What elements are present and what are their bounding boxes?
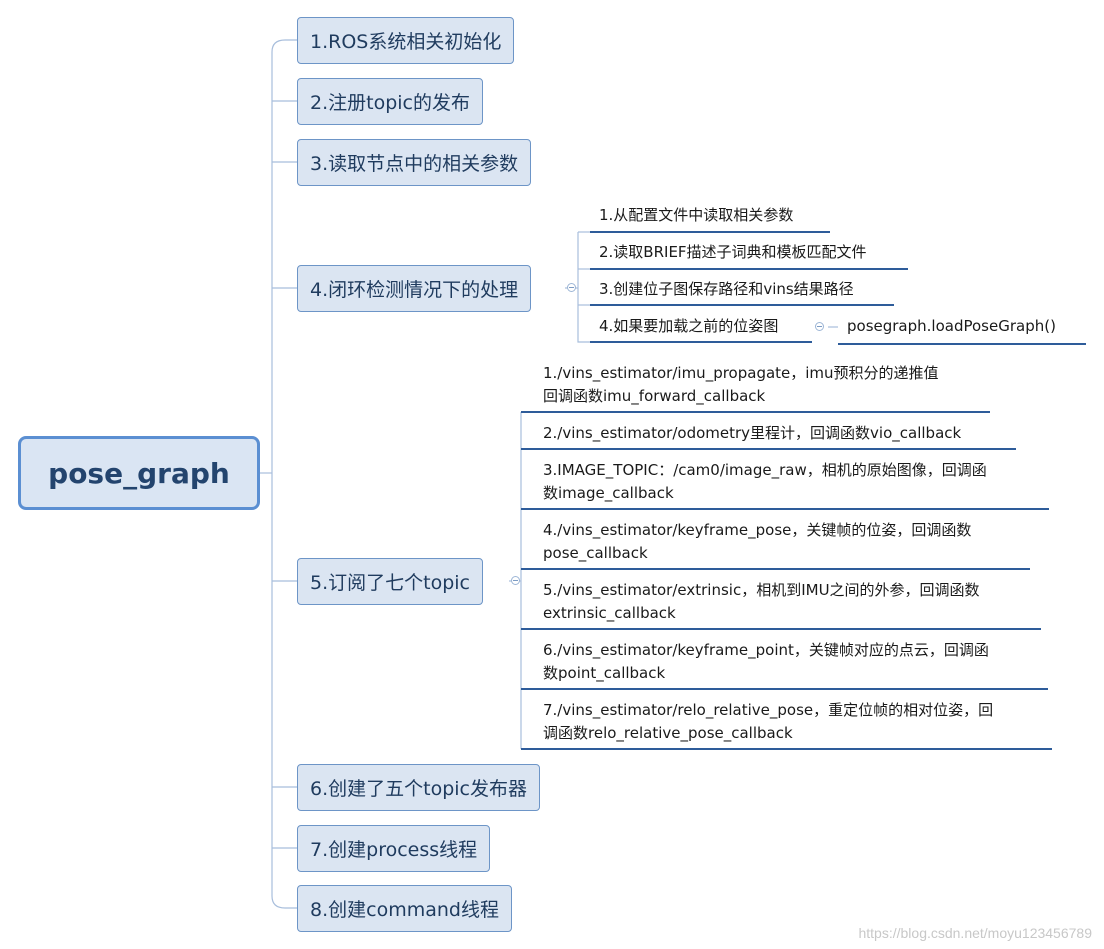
branch-label: 3.读取节点中的相关参数 [310,153,519,175]
topic-item[interactable]: 6./vins_estimator/keyframe_point，关键帧对应的点… [543,639,989,685]
branch-label: 4.闭环检测情况下的处理 [310,279,519,301]
topic-item[interactable]: 3.IMAGE_TOPIC：/cam0/image_raw，相机的原始图像，回调… [543,459,987,505]
topic-item[interactable]: 1./vins_estimator/imu_propagate，imu预积分的递… [543,362,939,408]
topic-item-line1: 4./vins_estimator/keyframe_pose，关键帧的位姿，回… [543,521,972,539]
topic-item[interactable]: 5./vins_estimator/extrinsic，相机到IMU之间的外参，… [543,579,980,625]
topic-item-line2: 数image_callback [543,484,674,502]
collapse-toggle-icon[interactable] [511,576,520,585]
collapse-toggle-icon[interactable] [567,283,576,292]
loop-item[interactable]: 2.读取BRIEF描述子词典和模板匹配文件 [599,241,867,264]
root-label: pose_graph [48,456,230,490]
loop-item[interactable]: 1.从配置文件中读取相关参数 [599,204,793,227]
topic-item-line2: 数point_callback [543,664,666,682]
loop-sub-item[interactable]: posegraph.loadPoseGraph() [847,315,1056,338]
branch-process-thread[interactable]: 7.创建process线程 [297,825,491,872]
branch-ros-init[interactable]: 1.ROS系统相关初始化 [297,17,515,64]
loop-item-label: 1.从配置文件中读取相关参数 [599,206,794,224]
loop-item[interactable]: 4.如果要加载之前的位姿图 [599,315,778,338]
loop-item-label: 4.如果要加载之前的位姿图 [599,317,779,335]
branch-label: 2.注册topic的发布 [310,92,470,114]
topic-item-line2: extrinsic_callback [543,604,676,622]
branch-register-topic[interactable]: 2.注册topic的发布 [297,78,483,125]
topic-item-line1: 2./vins_estimator/odometry里程计，回调函数vio_ca… [543,424,962,442]
topic-item-line2: pose_callback [543,544,648,562]
topic-item[interactable]: 4./vins_estimator/keyframe_pose，关键帧的位姿，回… [543,519,971,565]
branch-label: 1.ROS系统相关初始化 [310,31,502,53]
branch-command-thread[interactable]: 8.创建command线程 [297,885,512,932]
topic-item-line2: 回调函数imu_forward_callback [543,387,766,405]
branch-label: 5.订阅了七个topic [310,572,470,594]
branch-subscribe-topics[interactable]: 5.订阅了七个topic [297,558,483,605]
root-node[interactable]: pose_graph [18,436,260,510]
topic-item[interactable]: 2./vins_estimator/odometry里程计，回调函数vio_ca… [543,422,961,445]
watermark-text: https://blog.csdn.net/moyu123456789 [858,925,1092,941]
branch-label: 6.创建了五个topic发布器 [310,778,527,800]
topic-item[interactable]: 7./vins_estimator/relo_relative_pose，重定位… [543,699,993,745]
loop-item[interactable]: 3.创建位子图保存路径和vins结果路径 [599,278,854,301]
branch-read-params[interactable]: 3.读取节点中的相关参数 [297,139,532,186]
topic-item-line1: 7./vins_estimator/relo_relative_pose，重定位… [543,701,994,719]
topic-item-line2: 调函数relo_relative_pose_callback [543,724,793,742]
topic-item-line1: 1./vins_estimator/imu_propagate，imu预积分的递… [543,364,939,382]
topic-item-line1: 6./vins_estimator/keyframe_point，关键帧对应的点… [543,641,989,659]
branch-loop-closure[interactable]: 4.闭环检测情况下的处理 [297,265,532,312]
loop-item-label: 2.读取BRIEF描述子词典和模板匹配文件 [599,243,867,261]
branch-create-publishers[interactable]: 6.创建了五个topic发布器 [297,764,540,811]
branch-label: 7.创建process线程 [310,839,478,861]
collapse-toggle-icon[interactable] [815,322,824,331]
branch-label: 8.创建command线程 [310,899,499,921]
loop-item-label: 3.创建位子图保存路径和vins结果路径 [599,280,854,298]
topic-item-line1: 3.IMAGE_TOPIC：/cam0/image_raw，相机的原始图像，回调… [543,461,987,479]
topic-item-line1: 5./vins_estimator/extrinsic，相机到IMU之间的外参，… [543,581,980,599]
loop-sub-item-label: posegraph.loadPoseGraph() [847,317,1056,335]
